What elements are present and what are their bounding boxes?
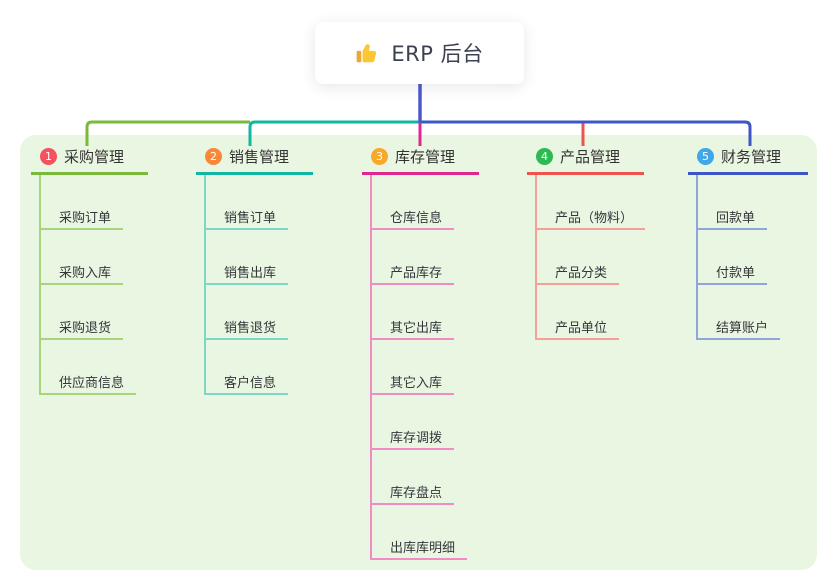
children-list: 回款单 付款单 结算账户	[696, 175, 781, 340]
branch-number-badge: 3	[371, 148, 388, 165]
topic-label: 销售管理	[229, 148, 290, 166]
root-node[interactable]: ERP 后台	[315, 22, 524, 84]
child-node[interactable]: 付款单	[698, 230, 768, 285]
branch-product: 4 产品管理 产品（物料） 产品分类 产品单位	[527, 147, 646, 340]
child-node[interactable]: 结算账户	[698, 285, 781, 340]
child-node[interactable]: 销售退货	[206, 285, 289, 340]
child-node[interactable]: 采购订单	[41, 175, 124, 230]
branch-purchase: 1 采购管理 采购订单 采购入库 采购退货 供应商信息	[31, 147, 148, 395]
child-node[interactable]: 回款单	[698, 175, 768, 230]
children-list: 销售订单 销售出库 销售退货 客户信息	[204, 175, 289, 395]
child-node[interactable]: 产品（物料）	[537, 175, 646, 230]
children-list: 产品（物料） 产品分类 产品单位	[535, 175, 646, 340]
topic-label: 库存管理	[395, 148, 456, 166]
child-node[interactable]: 产品分类	[537, 230, 620, 285]
child-node[interactable]: 出库库明细	[372, 505, 468, 560]
child-node[interactable]: 库存盘点	[372, 450, 455, 505]
child-node[interactable]: 采购退货	[41, 285, 124, 340]
branch-number-badge: 4	[536, 148, 553, 165]
branch-number-badge: 5	[697, 148, 714, 165]
children-list: 仓库信息 产品库存 其它出库 其它入库 库存调拨 库存盘点 出库库明细	[370, 175, 468, 560]
branch-inventory: 3 库存管理 仓库信息 产品库存 其它出库 其它入库 库存调拨 库存盘点 出库库…	[362, 147, 479, 560]
topic-label: 产品管理	[560, 148, 621, 166]
topic-node[interactable]: 3 库存管理	[362, 147, 479, 175]
child-node[interactable]: 产品单位	[537, 285, 620, 340]
topic-label: 财务管理	[721, 148, 782, 166]
branch-finance: 5 财务管理 回款单 付款单 结算账户	[688, 147, 808, 340]
topic-node[interactable]: 5 财务管理	[688, 147, 808, 175]
thumbs-up-icon	[355, 40, 381, 66]
child-node[interactable]: 产品库存	[372, 230, 455, 285]
topic-label: 采购管理	[64, 148, 125, 166]
child-node[interactable]: 销售订单	[206, 175, 289, 230]
branch-number-badge: 2	[205, 148, 222, 165]
branch-sales: 2 销售管理 销售订单 销售出库 销售退货 客户信息	[196, 147, 313, 395]
branch-number-badge: 1	[40, 148, 57, 165]
child-node[interactable]: 其它入库	[372, 340, 455, 395]
child-node[interactable]: 其它出库	[372, 285, 455, 340]
child-node[interactable]: 销售出库	[206, 230, 289, 285]
child-node[interactable]: 供应商信息	[41, 340, 137, 395]
child-node[interactable]: 采购入库	[41, 230, 124, 285]
child-node[interactable]: 客户信息	[206, 340, 289, 395]
children-list: 采购订单 采购入库 采购退货 供应商信息	[39, 175, 137, 395]
topic-node[interactable]: 2 销售管理	[196, 147, 313, 175]
child-node[interactable]: 库存调拨	[372, 395, 455, 450]
branches-panel	[20, 135, 817, 570]
topic-node[interactable]: 4 产品管理	[527, 147, 644, 175]
child-node[interactable]: 仓库信息	[372, 175, 455, 230]
topic-node[interactable]: 1 采购管理	[31, 147, 148, 175]
root-label: ERP 后台	[391, 42, 484, 66]
